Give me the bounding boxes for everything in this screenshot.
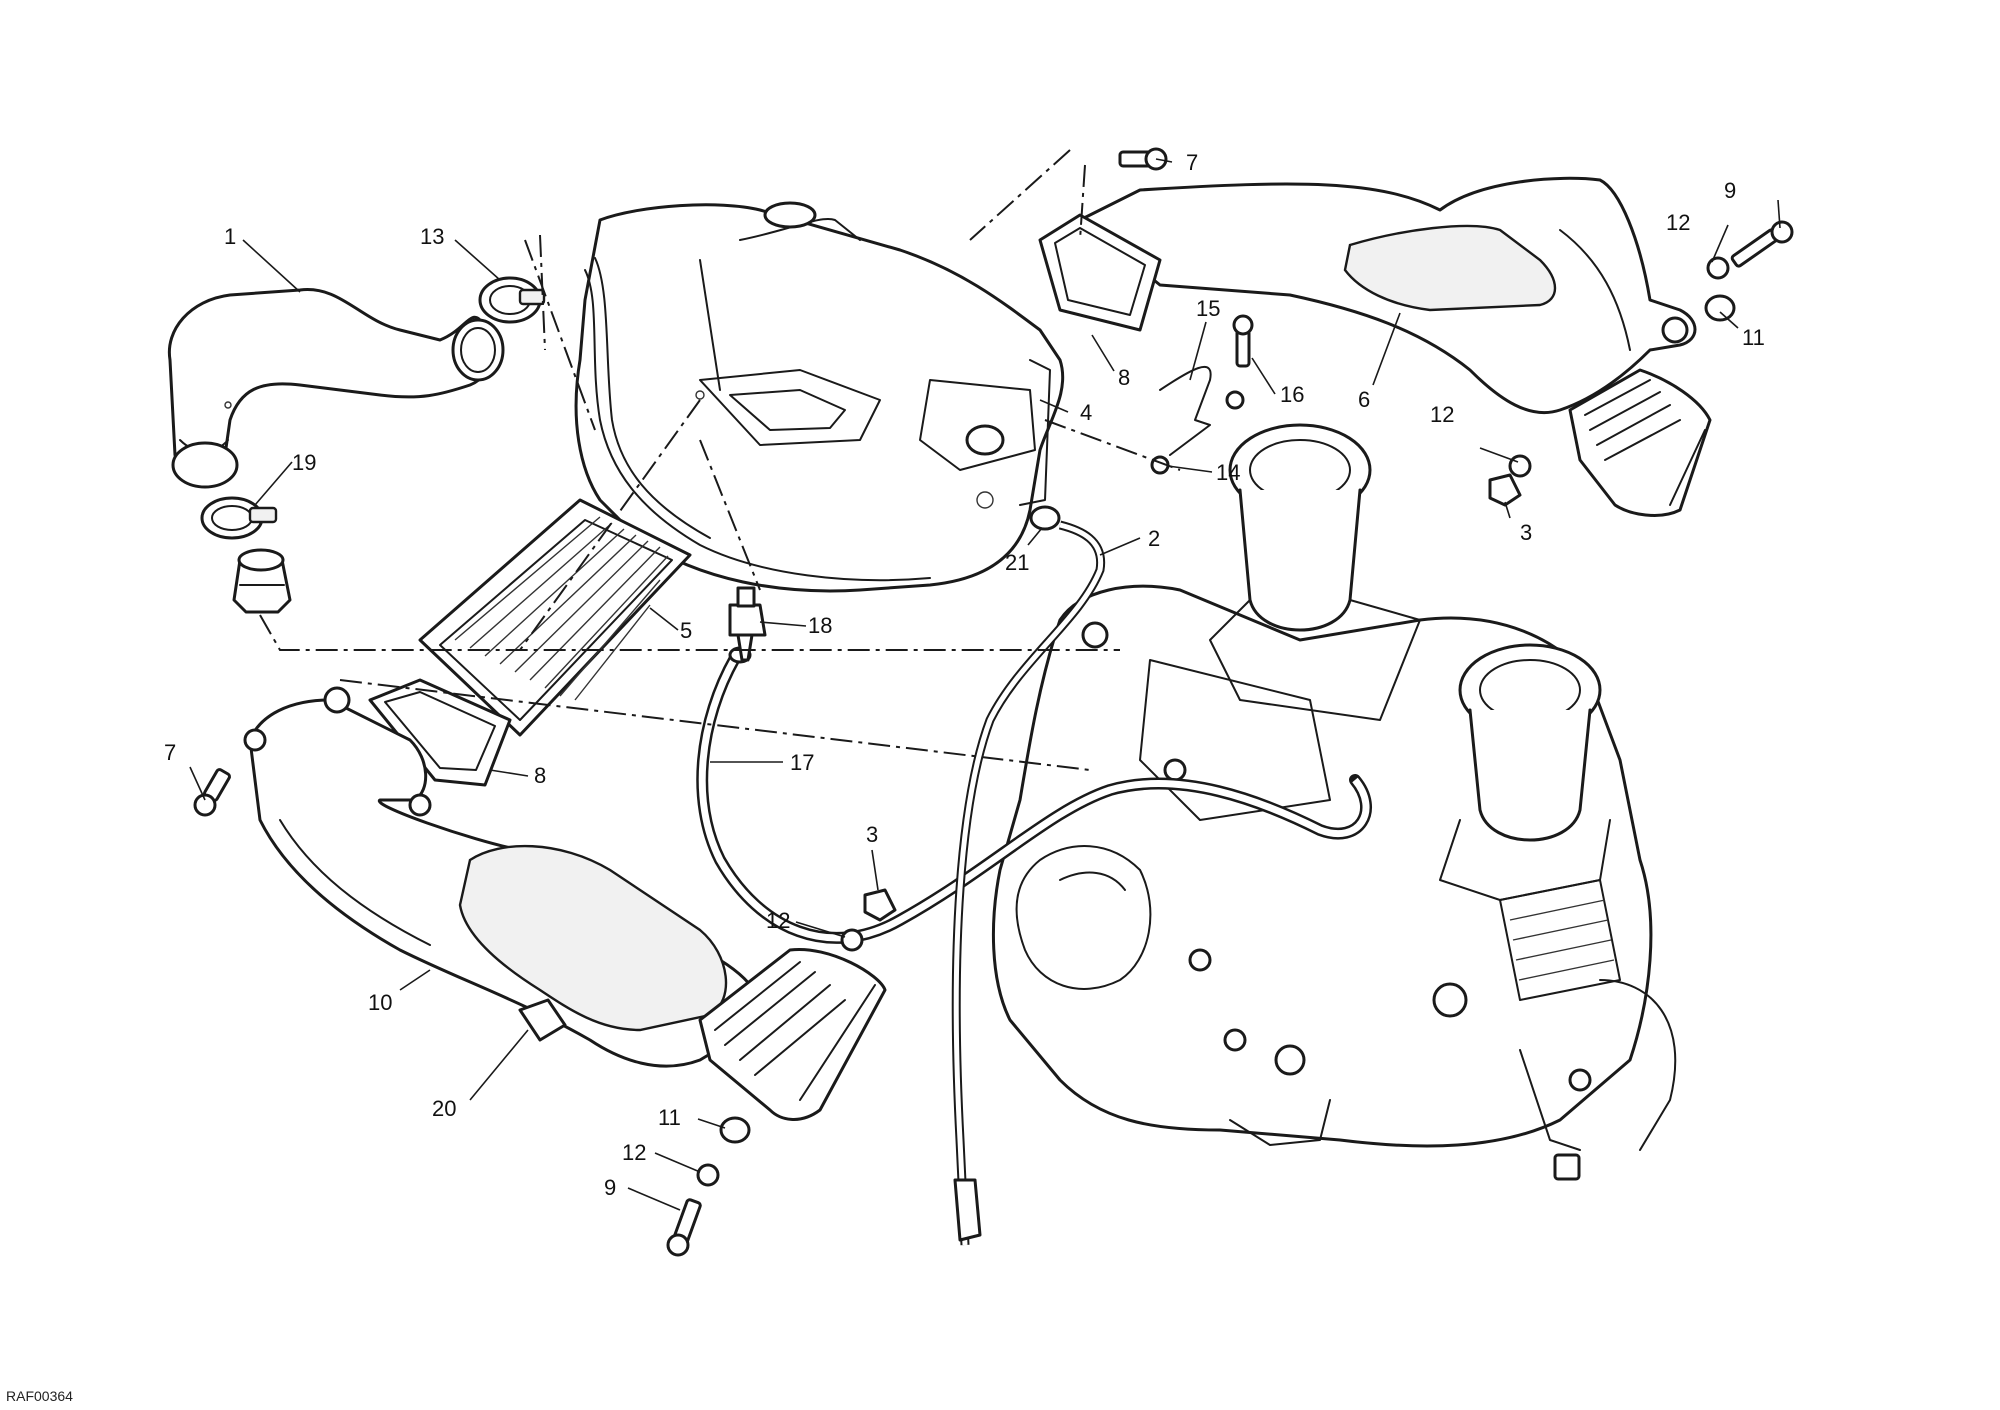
drawing-reference-code: RAF00364	[6, 1388, 73, 1404]
callout-4: 4	[1080, 400, 1092, 425]
callout-13: 13	[420, 224, 444, 249]
callout-3-upper: 3	[1520, 520, 1532, 545]
callout-12-lower-mid: 12	[766, 908, 790, 933]
callout-14: 14	[1216, 460, 1240, 485]
throttle-body-lower	[1439, 643, 1611, 901]
leader-lines	[189, 158, 1781, 1211]
fitting-part-21	[1029, 505, 1061, 531]
callout-10: 10	[368, 990, 392, 1015]
washer-part-12-upper-mid	[1508, 454, 1532, 478]
bolt-part-7-lower	[193, 768, 231, 817]
washer-part-14	[1150, 390, 1245, 475]
breather-valve-part-18	[728, 586, 767, 662]
rubber-boot-lower	[698, 947, 887, 1121]
callout-2: 2	[1148, 526, 1160, 551]
airbox-part-4	[574, 201, 1065, 593]
air-duct-part-10	[243, 686, 762, 1068]
callout-1: 1	[224, 224, 236, 249]
screw-part-16	[1232, 314, 1254, 368]
callout-7-lower: 7	[164, 740, 176, 765]
intake-duct-part-1	[167, 288, 505, 489]
callout-12-lower: 12	[622, 1140, 646, 1165]
bolt-part-9-lower	[666, 1198, 702, 1257]
callout-9-upper: 9	[1724, 178, 1736, 203]
callout-3-lower: 3	[866, 822, 878, 847]
callout-8-upper: 8	[1118, 365, 1130, 390]
drain-hose-part-2	[951, 520, 1106, 1246]
callout-21: 21	[1005, 550, 1029, 575]
breather-fitting	[232, 548, 292, 614]
callout-labels: 1 13 19 4 5 18 7 8 15 16 14 21 2 6 9 12 …	[164, 150, 1765, 1200]
grommet-part-11-lower	[719, 1116, 751, 1144]
callout-11-upper: 11	[1742, 325, 1765, 350]
grommet-part-11-upper	[1704, 294, 1736, 322]
air-filter-part-5	[418, 498, 692, 737]
assembly-centerlines	[259, 149, 1181, 771]
callout-11-lower: 11	[658, 1105, 681, 1130]
callout-6: 6	[1358, 387, 1370, 412]
callout-16: 16	[1280, 382, 1304, 407]
nut-part-3-lower	[863, 888, 897, 922]
hose-clamp-part-13	[478, 276, 546, 324]
washer-part-12-upper-right	[1706, 256, 1730, 280]
callout-5: 5	[680, 618, 692, 643]
washer-part-12-lower	[696, 1163, 720, 1187]
callout-17: 17	[790, 750, 814, 775]
nut-part-3-upper	[1488, 473, 1522, 507]
callout-12-upper-right: 12	[1666, 210, 1690, 235]
callout-18: 18	[808, 613, 832, 638]
callout-19: 19	[292, 450, 316, 475]
callout-8-lower: 8	[534, 763, 546, 788]
gasket-part-8-upper	[1038, 213, 1162, 332]
throttle-body-upper	[1209, 423, 1421, 721]
callout-12-upper-mid: 12	[1430, 402, 1454, 427]
callout-9-lower: 9	[604, 1175, 616, 1200]
callout-20: 20	[432, 1096, 456, 1121]
washer-part-12-lower-mid	[840, 928, 864, 952]
rubber-boot-upper	[1568, 368, 1712, 517]
callout-7-upper: 7	[1186, 150, 1198, 175]
spring-part-15	[1159, 365, 1212, 456]
bolt-part-9-upper	[1730, 220, 1794, 268]
air-duct-part-6	[1078, 176, 1697, 415]
hose-clamp-part-19	[200, 496, 278, 540]
clip-part-20	[518, 998, 567, 1042]
callout-15: 15	[1196, 296, 1220, 321]
